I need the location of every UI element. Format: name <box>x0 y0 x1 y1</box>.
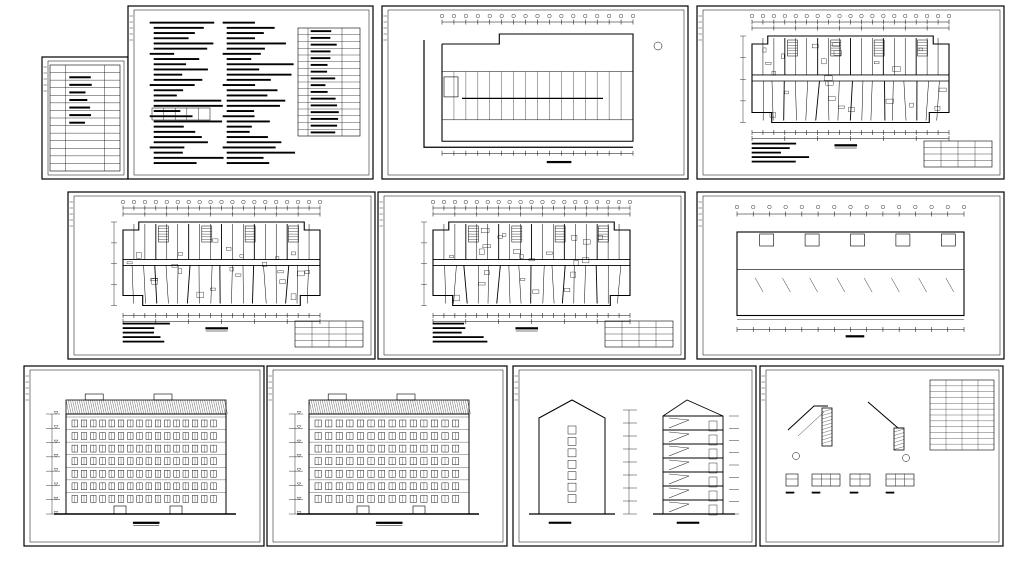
sheet-details <box>760 366 1003 546</box>
sheet-roof-plan <box>697 192 1004 359</box>
sheet-front-elevation <box>24 366 264 546</box>
sheet-index <box>42 57 128 179</box>
sheet-design-notes <box>128 6 373 179</box>
sheet-floor-plan-1 <box>697 6 1004 179</box>
sheet-floor-plan-3 <box>378 192 685 359</box>
sheet-floor-plan-2 <box>68 192 375 359</box>
sheet-side-and-section <box>513 366 756 546</box>
sheet-rear-elevation <box>267 366 507 546</box>
sheet-site-plan <box>382 6 688 179</box>
